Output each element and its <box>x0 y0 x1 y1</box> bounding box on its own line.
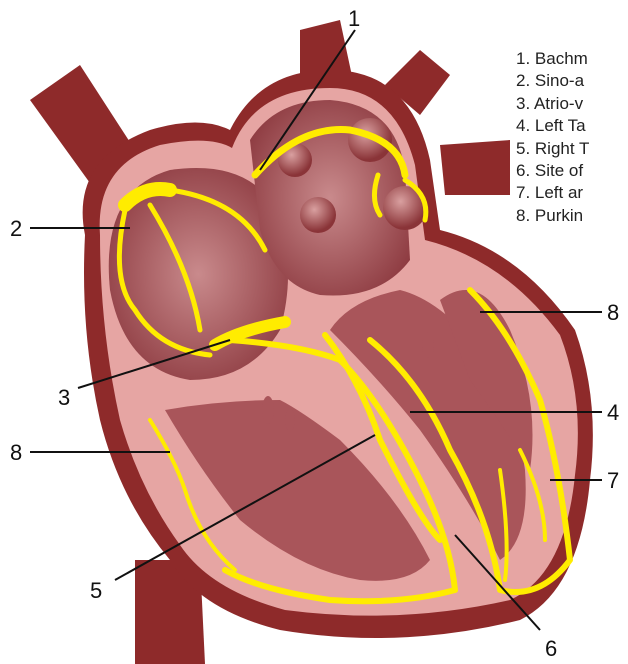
callout-label-2: 2 <box>10 216 23 241</box>
legend-item-7: 7. Left ar <box>516 183 584 203</box>
right-ventricle <box>165 400 430 581</box>
pulmonary-vein-opening <box>278 143 312 177</box>
callout-label-3: 3 <box>58 385 71 410</box>
callout-label-7: 7 <box>607 468 620 493</box>
callout-label-4: 4 <box>607 400 620 425</box>
legend-item-8: 8. Purkin <box>516 205 584 225</box>
pulmonary-vein-opening <box>300 197 336 233</box>
callout-label-1: 1 <box>348 6 361 31</box>
legend-item-2: 2. Sino-a <box>516 71 585 91</box>
legend-item-6: 6. Site of <box>516 160 584 180</box>
conduction-system <box>116 126 573 605</box>
callout-lines <box>30 29 602 631</box>
legend-item-3: 3. Atrio-v <box>516 93 584 113</box>
legend: 1. Bachm 2. Sino-a 3. Atrio-v 4. Left Ta… <box>516 48 628 227</box>
callout-label-5: 5 <box>90 578 103 603</box>
pulmonary-vein-opening <box>383 186 427 230</box>
legend-item-4: 4. Left Ta <box>516 116 586 136</box>
callout-label-6: 6 <box>545 636 558 661</box>
legend-item-5: 5. Right T <box>516 138 590 158</box>
legend-item-1: 1. Bachm <box>516 49 588 68</box>
callout-label-8-left: 8 <box>10 440 23 465</box>
callout-label-8-right: 8 <box>607 300 620 325</box>
